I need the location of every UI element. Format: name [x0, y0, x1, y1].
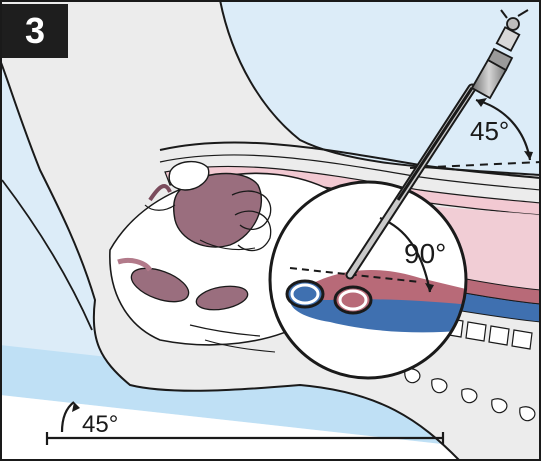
- perpendicular-angle-label: 90°: [404, 240, 446, 268]
- step-number-badge: 3: [2, 4, 68, 58]
- tilt-angle-label: 45°: [82, 413, 118, 437]
- needle-angle-label: 45°: [470, 118, 509, 144]
